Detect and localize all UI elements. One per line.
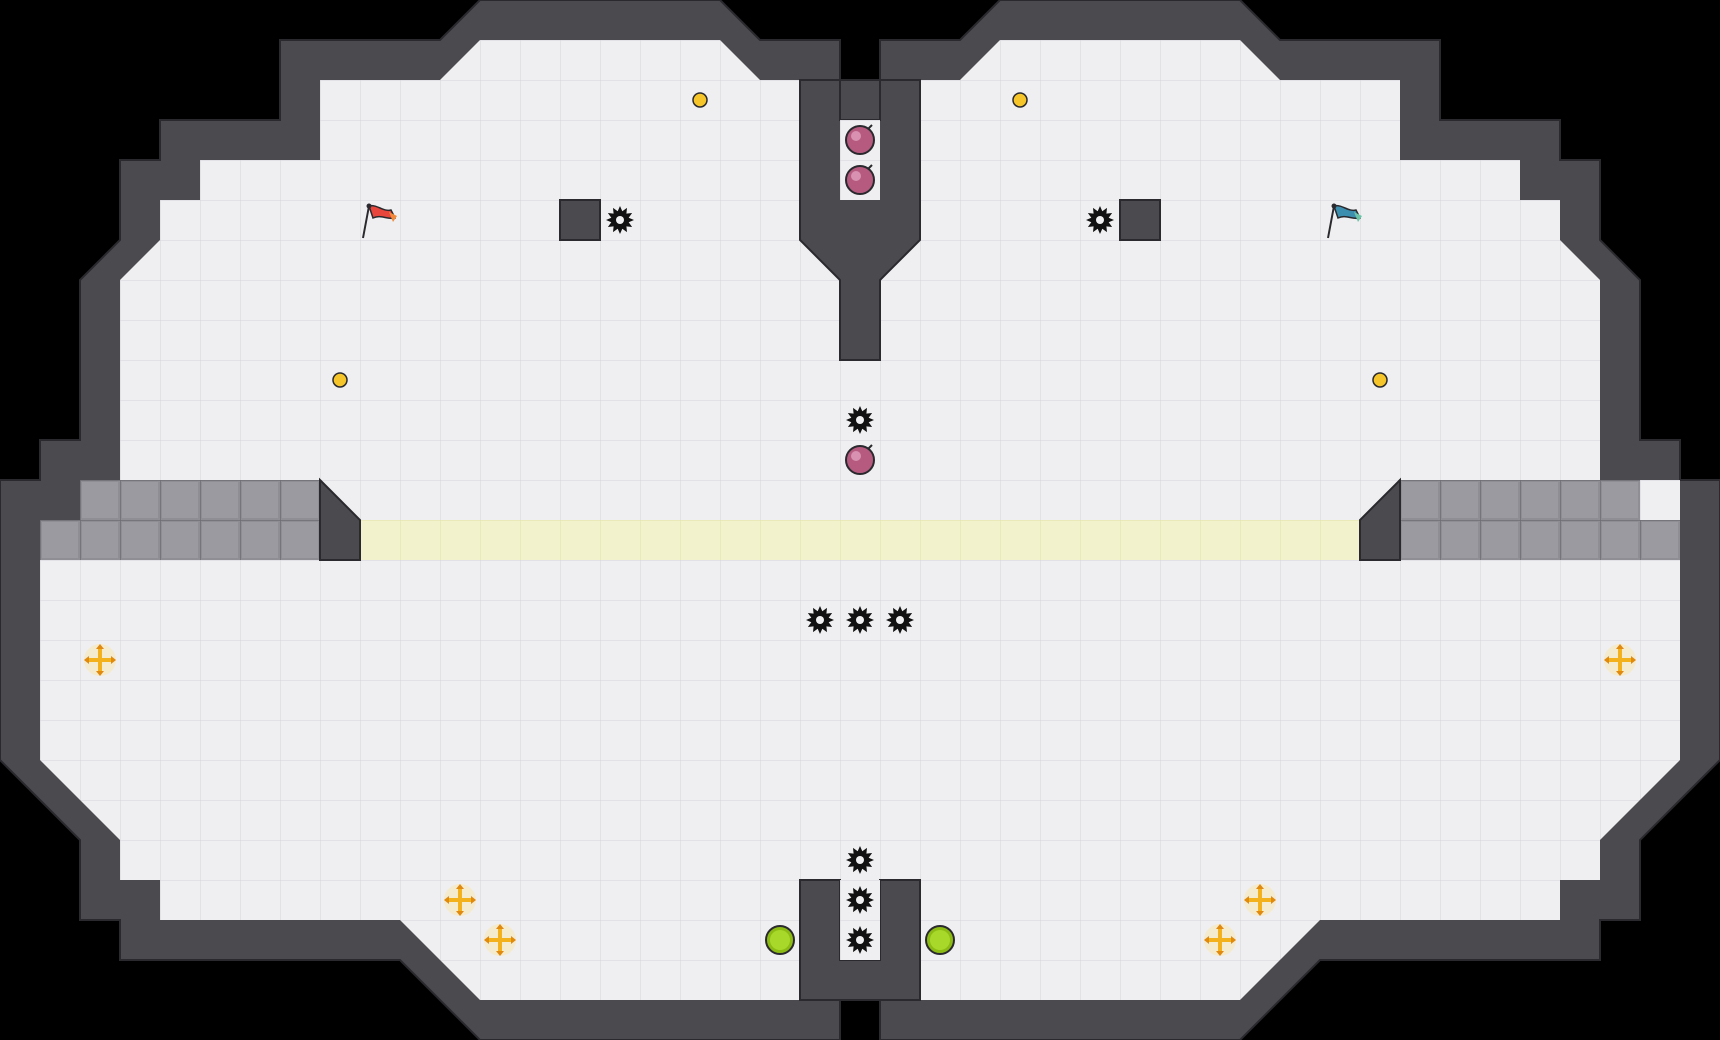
powerup-icon (332, 372, 348, 388)
spike-icon (1086, 206, 1114, 234)
spike-icon (806, 606, 834, 634)
wall-block-right (1119, 199, 1161, 241)
gate-wedge-left (319, 477, 361, 561)
boost-icon (444, 884, 476, 916)
gate-button-icon (765, 925, 795, 955)
powerup-icon (1372, 372, 1388, 388)
gate-barrier (360, 520, 1360, 560)
spike-icon (606, 206, 634, 234)
boost-icon (1204, 924, 1236, 956)
boost-icon (1244, 884, 1276, 916)
blue-flag-icon (1327, 203, 1362, 239)
gate-button-icon (925, 925, 955, 955)
bomb-icon (845, 124, 875, 155)
spike-icon (846, 606, 874, 634)
boost-icon (484, 924, 516, 956)
spike-icon (846, 926, 874, 954)
boost-icon (84, 644, 116, 676)
spike-icon (846, 846, 874, 874)
bomb-icon (845, 164, 875, 195)
gate-wedge-right (1359, 477, 1401, 561)
boost-icon (1604, 644, 1636, 676)
red-flag-icon (362, 203, 397, 239)
spike-icon (886, 606, 914, 634)
spike-icon (846, 886, 874, 914)
wall-block-left (559, 199, 601, 241)
spike-icon (846, 406, 874, 434)
block-strip-left (40, 480, 320, 560)
powerup-icon (692, 92, 708, 108)
powerup-icon (1012, 92, 1028, 108)
block-strip-right (1400, 480, 1680, 560)
bomb-icon (845, 444, 875, 475)
